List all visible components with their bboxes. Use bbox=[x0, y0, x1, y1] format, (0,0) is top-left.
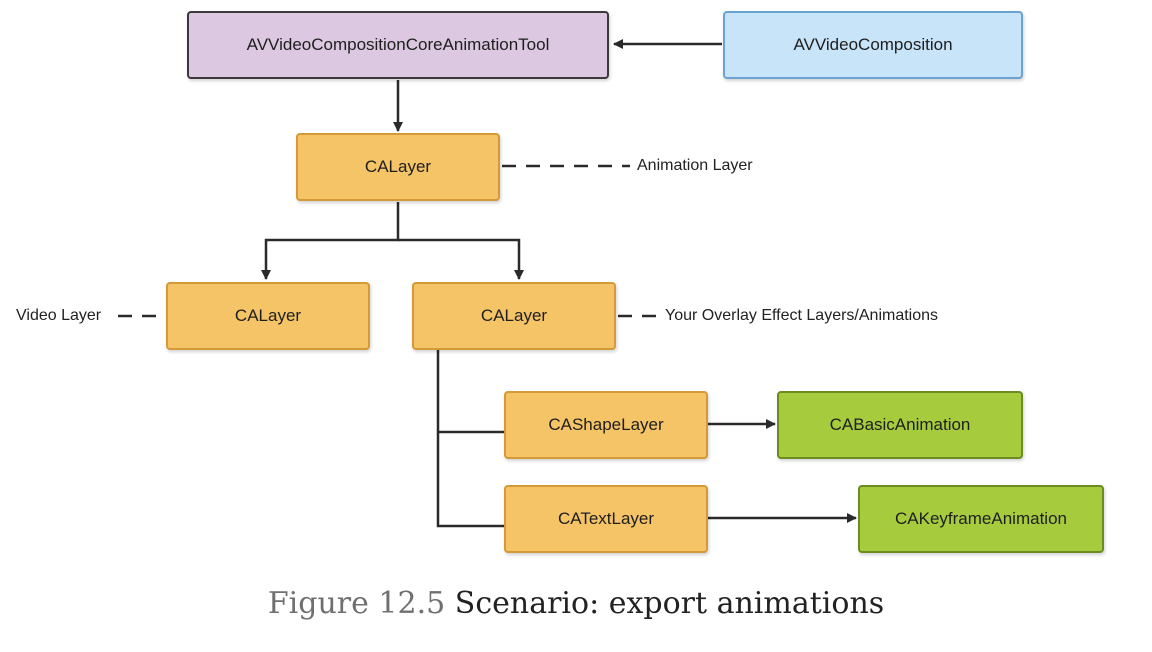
label-animation-layer: Animation Layer bbox=[637, 157, 753, 174]
node-keyframe-animation-label: CAKeyframeAnimation bbox=[895, 509, 1067, 528]
node-keyframe-animation: CAKeyframeAnimation bbox=[858, 485, 1104, 553]
node-basic-animation: CABasicAnimation bbox=[777, 391, 1023, 459]
connector-overlay-trunk bbox=[436, 350, 504, 528]
node-av-tool: AVVideoCompositionCoreAnimationTool bbox=[187, 11, 609, 79]
node-animation-layer: CALayer bbox=[296, 133, 500, 201]
node-overlay-layer: CALayer bbox=[412, 282, 616, 350]
node-basic-animation-label: CABasicAnimation bbox=[829, 415, 971, 434]
node-video-layer: CALayer bbox=[166, 282, 370, 350]
label-overlay-layer: Your Overlay Effect Layers/Animations bbox=[665, 307, 939, 324]
node-shape-layer: CAShapeLayer bbox=[504, 391, 708, 459]
connector-animation-layer-split bbox=[261, 202, 400, 280]
node-av-composition-label: AVVideoComposition bbox=[793, 35, 953, 54]
node-text-layer: CATextLayer bbox=[504, 485, 708, 553]
node-overlay-layer-label: CALayer bbox=[480, 306, 548, 325]
caption-figure-number: Figure 12.5 bbox=[267, 586, 446, 621]
node-av-composition: AVVideoComposition bbox=[723, 11, 1023, 79]
node-text-layer-label: CATextLayer bbox=[557, 509, 655, 528]
figure-caption: Figure 12.5 Scenario: export animations bbox=[0, 584, 1152, 624]
caption-text: Scenario: export animations bbox=[454, 586, 885, 621]
connector-animation-layer-to-overlay bbox=[398, 238, 524, 280]
node-av-tool-label: AVVideoCompositionCoreAnimationTool bbox=[246, 35, 550, 54]
node-animation-layer-label: CALayer bbox=[364, 157, 432, 176]
label-video-layer: Video Layer bbox=[16, 307, 102, 324]
node-video-layer-label: CALayer bbox=[234, 306, 302, 325]
node-shape-layer-label: CAShapeLayer bbox=[548, 415, 664, 434]
